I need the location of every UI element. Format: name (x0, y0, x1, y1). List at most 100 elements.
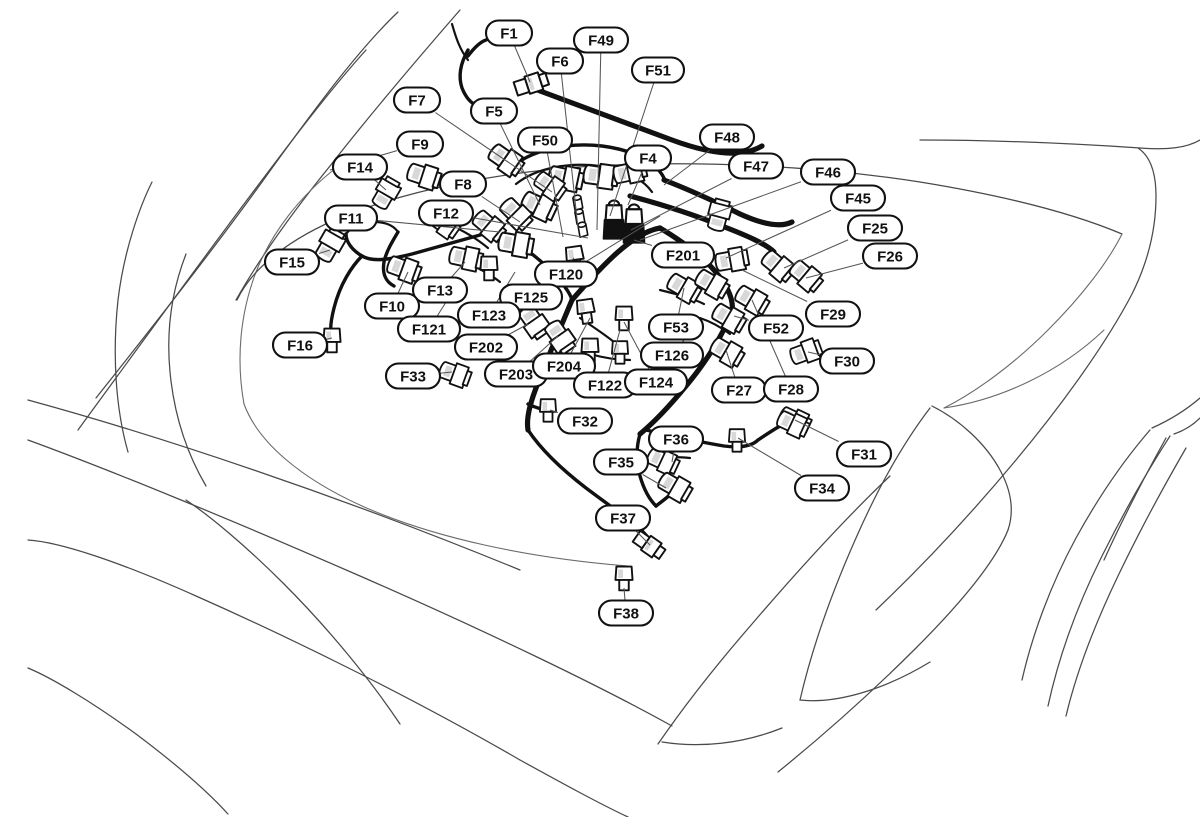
label-text: F31 (851, 447, 877, 464)
connector-symbol (406, 162, 443, 192)
label-pill (453, 333, 519, 361)
label-text: F121 (412, 322, 446, 339)
connector-label-f15[interactable]: F15 (263, 248, 321, 276)
label-text: F32 (572, 414, 598, 431)
connector-label-f50[interactable]: F50 (516, 126, 574, 154)
leader-line-f13 (450, 261, 466, 278)
connector-label-f6[interactable]: F6 (535, 47, 585, 75)
connector-symbol (694, 268, 731, 301)
connector-label-f11[interactable]: F11 (323, 204, 379, 232)
connector-label-f27[interactable]: F27 (710, 376, 768, 404)
connector-label-f8[interactable]: F8 (438, 170, 488, 198)
label-pill (572, 26, 630, 54)
connector-label-f29[interactable]: F29 (804, 300, 862, 328)
connector-label-f38[interactable]: F38 (597, 599, 655, 627)
connector-symbol (575, 297, 596, 325)
leader-line-f34 (737, 437, 802, 476)
connector-label-f34[interactable]: F34 (793, 474, 851, 502)
connector-label-f5[interactable]: F5 (469, 97, 519, 125)
connector-label-f10[interactable]: F10 (363, 292, 421, 320)
connector-label-f126[interactable]: F126 (639, 341, 705, 369)
connector-label-f202[interactable]: F202 (453, 333, 519, 361)
label-pill (411, 276, 469, 304)
connector-label-f1[interactable]: F1 (484, 19, 534, 47)
connector-label-f12[interactable]: F12 (417, 199, 475, 227)
label-pill (804, 300, 862, 328)
connector-label-f13[interactable]: F13 (411, 276, 469, 304)
connector-label-f122[interactable]: F122 (572, 371, 638, 399)
connector-symbol (614, 565, 634, 592)
connector-label-f124[interactable]: F124 (623, 368, 689, 396)
connector-label-f121[interactable]: F121 (396, 315, 462, 343)
connector-label-f125[interactable]: F125 (498, 283, 564, 311)
leader-line-f15 (318, 249, 331, 254)
connector-label-f47[interactable]: F47 (727, 152, 785, 180)
connector-label-f37[interactable]: F37 (594, 504, 652, 532)
label-pill (630, 56, 686, 84)
leader-line-f32 (549, 409, 559, 414)
label-pill (799, 158, 857, 186)
connector-label-f36[interactable]: F36 (647, 425, 705, 453)
label-text: F38 (613, 606, 639, 623)
connector-label-f201[interactable]: F201 (650, 241, 716, 269)
connector-symbol (714, 245, 751, 273)
label-pill (456, 301, 522, 329)
label-text: F122 (588, 378, 622, 395)
connector-label-f35[interactable]: F35 (592, 448, 650, 476)
connector-label-f9[interactable]: F9 (395, 130, 445, 158)
label-pill (747, 314, 805, 342)
label-text: F125 (514, 290, 548, 307)
connector-label-f204[interactable]: F204 (531, 352, 597, 380)
leader-line-f53 (678, 287, 685, 315)
label-text: F35 (608, 455, 634, 472)
connector-label-f203[interactable]: F203 (483, 360, 549, 388)
leader-line-f122 (607, 329, 621, 373)
connector-label-f49[interactable]: F49 (572, 26, 630, 54)
label-pill (535, 47, 585, 75)
connector-label-f4[interactable]: F4 (623, 144, 673, 172)
label-pill (846, 214, 904, 242)
connector-symbol (499, 197, 534, 232)
connector-label-f25[interactable]: F25 (846, 214, 904, 242)
connector-label-f26[interactable]: F26 (861, 242, 919, 270)
connector-label-f28[interactable]: F28 (762, 375, 820, 403)
connector-label-f48[interactable]: F48 (698, 123, 756, 151)
label-pill (556, 407, 614, 435)
leader-line-f49 (596, 52, 602, 231)
leader-line-f201 (633, 239, 653, 247)
connector-label-f53[interactable]: F53 (647, 313, 705, 341)
connector-label-f120[interactable]: F120 (533, 260, 599, 288)
connector-symbol (646, 447, 681, 477)
connector-symbol (572, 194, 584, 212)
connector-label-f33[interactable]: F33 (384, 362, 442, 390)
label-pill (727, 152, 785, 180)
connector-label-f52[interactable]: F52 (747, 314, 805, 342)
label-text: F5 (485, 104, 503, 121)
connector-label-f7[interactable]: F7 (392, 86, 442, 114)
label-pill (469, 97, 519, 125)
leader-line-f30 (807, 351, 821, 356)
label-pill (835, 440, 893, 468)
connector-symbol (544, 319, 577, 356)
connector-label-f123[interactable]: F123 (456, 301, 522, 329)
connector-label-f14[interactable]: F14 (331, 153, 389, 181)
connector-label-f31[interactable]: F31 (835, 440, 893, 468)
label-text: F26 (877, 249, 903, 266)
label-pill (396, 315, 462, 343)
connector-label-f30[interactable]: F30 (818, 347, 876, 375)
label-text: F52 (763, 321, 789, 338)
leader-line-f25 (783, 239, 849, 269)
connector-label-f51[interactable]: F51 (630, 56, 686, 84)
label-pill (331, 153, 389, 181)
connector-label-f45[interactable]: F45 (829, 184, 887, 212)
label-text: F34 (809, 481, 836, 498)
label-text: F1 (500, 26, 518, 43)
leader-line-f203 (529, 335, 559, 362)
label-pill (597, 599, 655, 627)
connector-label-f32[interactable]: F32 (556, 407, 614, 435)
leader-line-f36 (671, 451, 675, 463)
connector-label-f46[interactable]: F46 (799, 158, 857, 186)
connector-label-f16[interactable]: F16 (271, 331, 329, 359)
leader-line-f38 (623, 587, 626, 601)
